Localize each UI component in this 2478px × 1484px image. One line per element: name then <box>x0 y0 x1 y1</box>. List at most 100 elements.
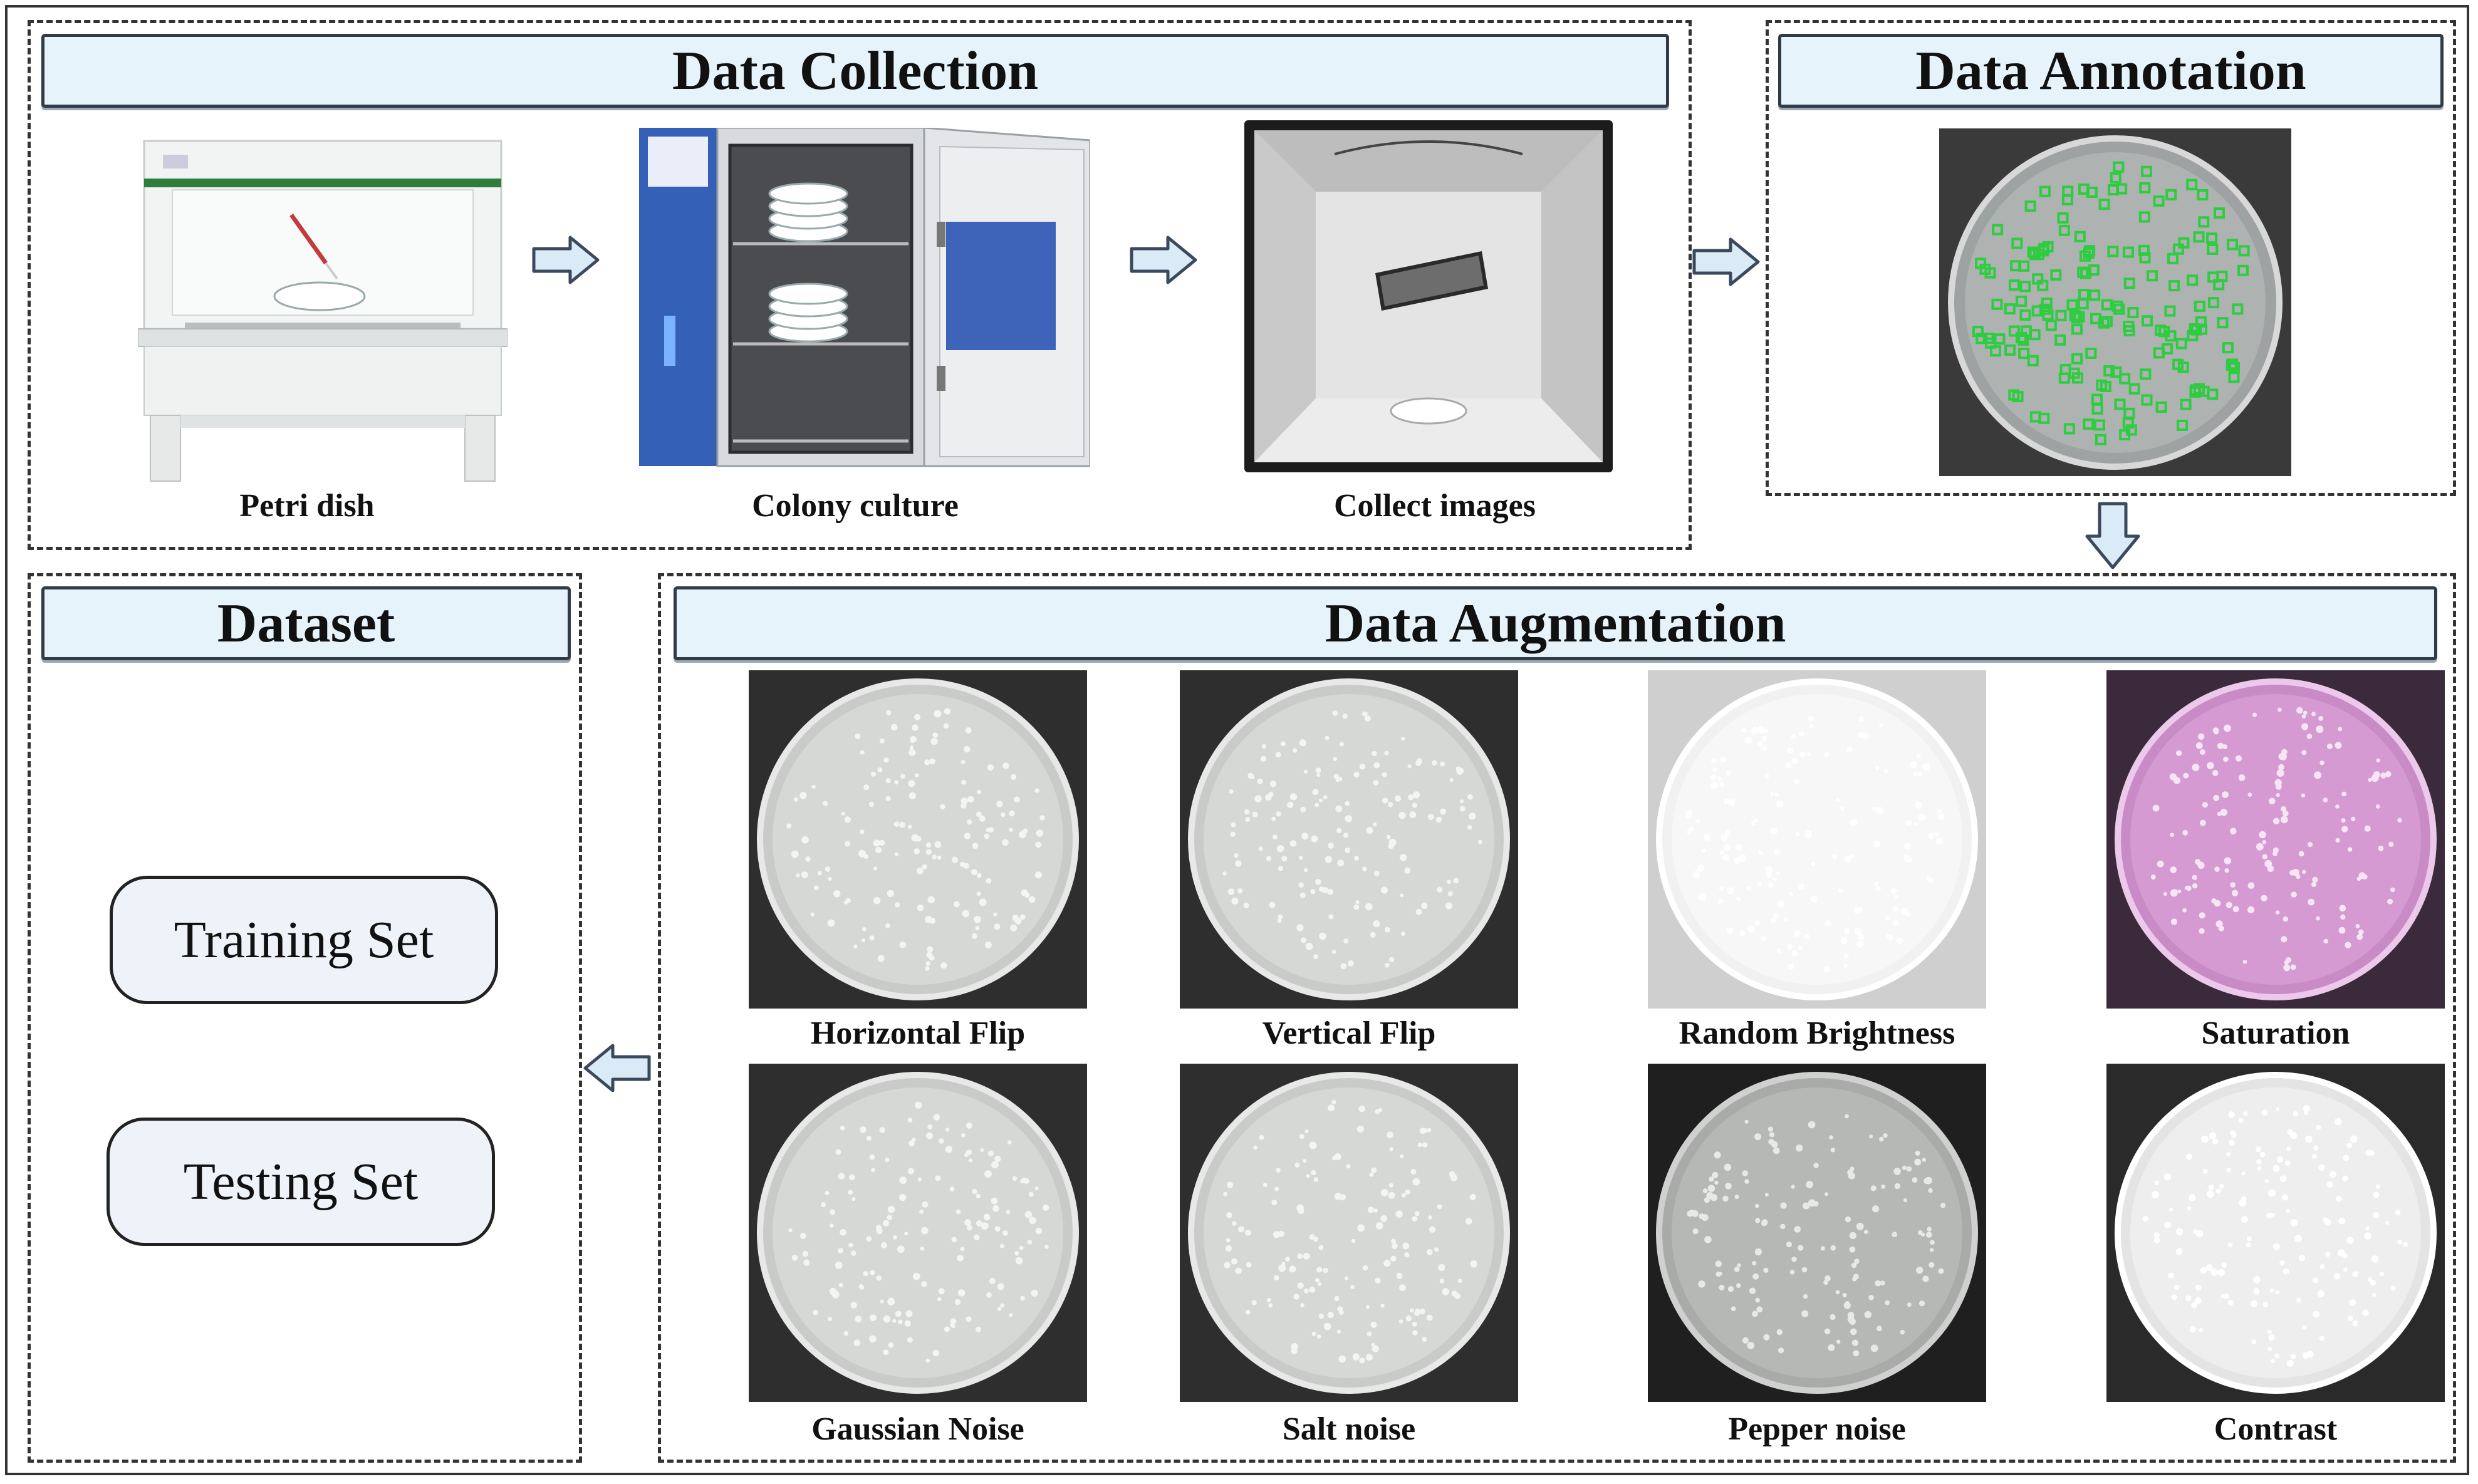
annotation-box <box>2140 368 2152 380</box>
annotation-box <box>2123 407 2135 419</box>
colony-dot <box>1794 1226 1801 1233</box>
augmented-dish-image <box>1180 1064 1518 1402</box>
colony-dot <box>1036 829 1044 837</box>
colony-dot <box>1014 1251 1019 1256</box>
annotation-box <box>2084 245 2096 257</box>
colony-dot <box>1020 914 1026 920</box>
colony-dot <box>2340 914 2346 920</box>
colony-dot <box>1714 1180 1719 1185</box>
annotation-box <box>2207 388 2219 400</box>
colony-dot <box>886 710 892 715</box>
colony-dot <box>910 739 914 743</box>
annotation-box <box>2055 309 2067 321</box>
colony-dot <box>1843 963 1848 968</box>
step-caption: Colony culture <box>752 488 959 524</box>
colony-dot <box>887 1205 895 1213</box>
colony-dot <box>1754 1133 1762 1141</box>
colony-dot <box>1311 1170 1316 1175</box>
colony-dot <box>1334 1193 1342 1200</box>
colony-dot <box>1719 782 1725 788</box>
colony-dot <box>1858 933 1865 940</box>
colony-dot <box>791 850 799 858</box>
colony-dot <box>2212 727 2219 734</box>
colony-dot <box>1917 771 1922 776</box>
colony-dot <box>2378 845 2384 851</box>
colony-dot <box>2291 891 2297 898</box>
colony-dot <box>1338 1355 1346 1363</box>
annotation-box <box>2029 329 2041 341</box>
colony-dot <box>1875 766 1880 771</box>
colony-dot <box>2293 1111 2299 1117</box>
colony-dot <box>1415 760 1422 766</box>
colony-dot <box>1803 1202 1810 1210</box>
annotation-box <box>2009 279 2020 291</box>
colony-dot <box>1850 1166 1855 1171</box>
annotation-box <box>1992 224 2004 236</box>
colony-dot <box>1281 1262 1286 1266</box>
colony-dot <box>1747 1342 1755 1349</box>
augmentation-title-text: Data Augmentation <box>1325 593 1786 654</box>
colony-dot <box>1449 778 1454 782</box>
dataset-title: Dataset <box>41 586 571 660</box>
annotation-box <box>2207 244 2219 255</box>
colony-dot <box>967 796 974 803</box>
colony-dot <box>1323 795 1328 799</box>
colony-dot <box>1852 1277 1857 1282</box>
colony-dot <box>2198 733 2205 740</box>
colony-dot <box>1000 1303 1005 1308</box>
colony-dot <box>1742 1337 1749 1344</box>
colony-dot <box>2335 804 2340 809</box>
colony-dot <box>873 839 880 847</box>
colony-dot <box>1347 960 1354 967</box>
colony-dot <box>1299 892 1306 898</box>
colony-dot <box>1391 1238 1396 1244</box>
annotation-box <box>2089 289 2101 301</box>
colony-dot <box>1906 1166 1912 1172</box>
colony-dot <box>1914 1158 1922 1166</box>
colony-dot <box>2170 889 2178 897</box>
colony-dot <box>993 912 997 916</box>
colony-dot <box>1251 775 1255 779</box>
colony-dot <box>1755 1250 1761 1255</box>
annotation-box <box>2113 303 2125 315</box>
colony-dot <box>933 1114 940 1121</box>
colony-dot <box>1843 928 1850 935</box>
colony-dot <box>1400 854 1407 861</box>
colony-dot <box>1845 1300 1850 1305</box>
colony-dot <box>1412 1178 1420 1186</box>
colony-dot <box>2380 1272 2384 1277</box>
colony-dot <box>2223 1293 2230 1299</box>
colony-dot <box>1024 1210 1033 1218</box>
colony-dot <box>2170 866 2177 873</box>
colony-dot <box>965 727 972 734</box>
colony-dot <box>932 732 939 738</box>
colony-dot <box>2232 906 2239 913</box>
colony-dot <box>2199 1327 2204 1332</box>
colony-dot <box>1345 847 1350 853</box>
colony-dot <box>979 816 986 822</box>
colony-dot <box>1927 1227 1932 1232</box>
colony-dot <box>1342 713 1348 719</box>
colony-dot <box>1755 1297 1760 1303</box>
colony-dot <box>1811 861 1816 866</box>
colony-dot <box>1913 771 1917 776</box>
colony-dot <box>1309 1141 1317 1149</box>
colony-dot <box>1869 1134 1873 1139</box>
colony-dot <box>1926 1232 1932 1238</box>
annotation-box <box>2147 270 2158 282</box>
colony-dot <box>860 829 865 834</box>
annotation-box <box>2198 216 2210 228</box>
colony-dot <box>1735 843 1742 851</box>
colony-dot <box>1231 1258 1237 1265</box>
colony-dot <box>1929 1262 1935 1268</box>
colony-dot <box>2313 1310 2320 1318</box>
colony-dot <box>2217 811 2222 816</box>
colony-dot <box>1864 1310 1872 1319</box>
colony-dot <box>2256 1159 2262 1165</box>
colony-dot <box>1373 920 1380 928</box>
colony-dot <box>1793 930 1801 937</box>
annotation-box <box>2155 401 2167 413</box>
colony-dot <box>932 1349 939 1357</box>
colony-dot <box>1756 1306 1763 1313</box>
colony-dot <box>1278 866 1284 871</box>
